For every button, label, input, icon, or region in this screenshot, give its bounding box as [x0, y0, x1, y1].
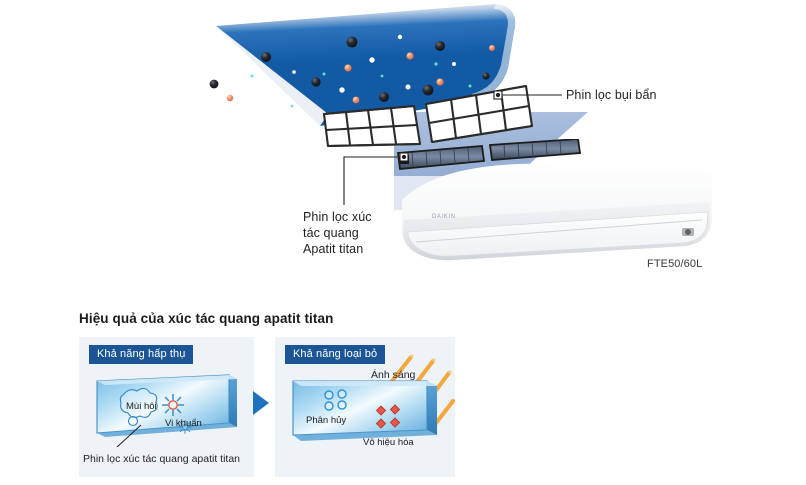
deactivate-diamonds-icon: [375, 404, 401, 429]
label-photocatalytic-filter: Phin lọc xúc tác quang Apatit titan: [303, 209, 413, 257]
badge-absorption: Khả năng hấp thụ: [89, 345, 194, 364]
panel-absorption: Khả năng hấp thụ: [79, 337, 254, 477]
filter-plate-removal-icon: [292, 380, 437, 441]
decompose-circles-icon: [324, 389, 347, 411]
panel-absorption-caption: Phin lọc xúc tác quang apatit titan: [83, 453, 241, 465]
blue-dust-sheet-icon: [216, 4, 516, 126]
plate-label-deactivate: Vô hiệu hóa: [363, 437, 414, 448]
photocatalytic-strip-icon: [396, 139, 582, 170]
transition-arrow-icon: [253, 391, 269, 415]
dust-particles-icon: [209, 34, 495, 108]
small-bubble-icon: [127, 415, 139, 427]
air-conditioner-indoor-unit-icon: DAIKIN: [402, 160, 712, 261]
plate-label-decompose: Phân hủy: [306, 415, 347, 426]
leader-lines: [343, 90, 562, 205]
panel-removal: Khả năng loại bỏ: [275, 337, 455, 477]
filter-plate-absorption-icon: [96, 374, 237, 447]
label-light-ray: Ánh sáng: [371, 369, 416, 381]
leader-line-photo: [343, 156, 404, 205]
plate-label-odor: Mùi hôi: [126, 401, 157, 412]
label-dust-filter: Phin lọc bụi bẩn: [566, 88, 657, 102]
label-photocatalytic-line-2: tác quang: [303, 226, 359, 240]
section-title: Hiệu quả của xúc tác quang apatit titan: [79, 311, 334, 326]
badge-removal: Khả năng loại bỏ: [285, 345, 386, 364]
label-model-name: FTE50/60L: [647, 258, 703, 270]
top-illustration: DAIKIN Phin lọc bụi bẩn Phin lọc xúc tác…: [209, 4, 712, 270]
filter-mesh-icon: [322, 84, 534, 148]
odor-bubble-icon: [119, 387, 158, 419]
plate-label-bacteria: Vi khuẩn: [165, 418, 202, 429]
label-photocatalytic-line-1: Phin lọc xúc: [303, 210, 372, 224]
bacteria-star-icon: [162, 394, 192, 434]
svg-text:DAIKIN: DAIKIN: [432, 214, 456, 220]
label-photocatalytic-line-3: Apatit titan: [303, 242, 364, 256]
leader-line-icon: [116, 424, 142, 447]
